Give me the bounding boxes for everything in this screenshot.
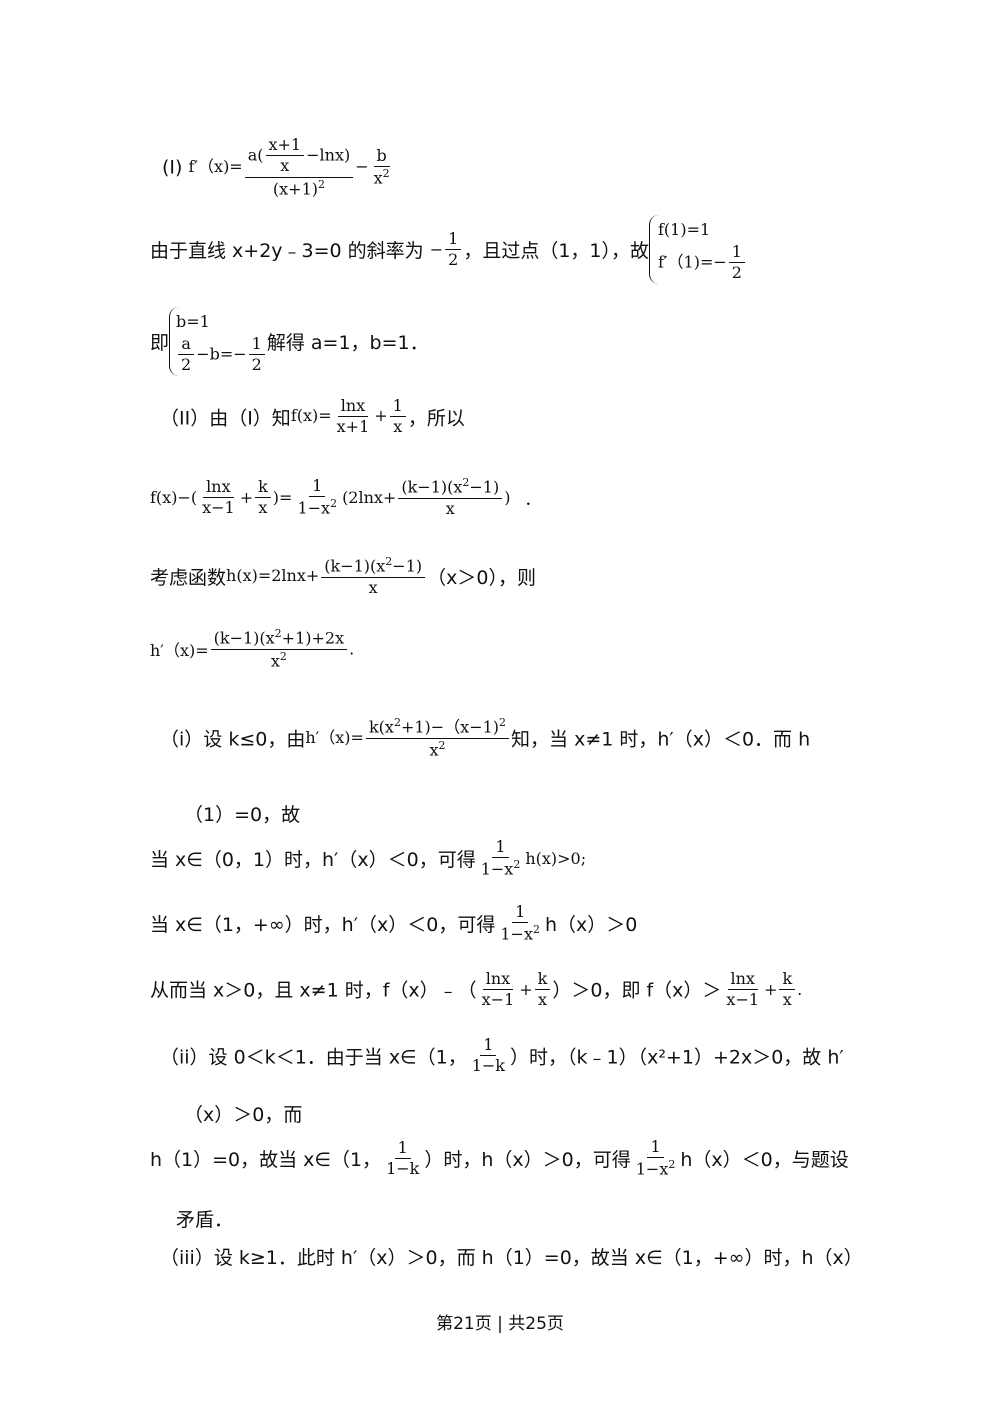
text: （1）=0，故 bbox=[184, 804, 301, 826]
text: h（1）=0，故当 x∈（1， bbox=[150, 1149, 382, 1172]
text: 从而当 x＞0，且 x≠1 时，f（x）﹣（ bbox=[150, 979, 477, 1002]
text: （II）由（I）知 bbox=[160, 407, 291, 430]
text: 知，当 x≠1 时，h′（x）＜0．而 h bbox=[511, 728, 811, 751]
text: 解得 a=1，b=1． bbox=[266, 332, 429, 355]
text: ，且过点（1，1），故 bbox=[463, 240, 649, 263]
text: （x）＞0，而 bbox=[184, 1104, 303, 1126]
line-16: 矛盾． bbox=[176, 1205, 233, 1232]
text: ）时，（k﹣1）（x²+1）+2x＞0，故 h′ bbox=[509, 1046, 844, 1069]
text: 由于直线 x+2y﹣3=0 的斜率为 bbox=[150, 240, 430, 263]
text: h（x）＞0 bbox=[544, 914, 638, 937]
text: ，所以 bbox=[407, 407, 465, 430]
text: 当 x∈（1，+∞）时，h′（x）＜0，可得 bbox=[150, 914, 496, 937]
line-17: （iii）设 k≥1．此时 h′（x）＞0，而 h（1）=0，故当 x∈（1，+… bbox=[160, 1243, 863, 1270]
text: （ii）设 0＜k＜1．由于当 x∈（1， bbox=[160, 1046, 467, 1069]
line-6: 考虑函数h(x)=2lnx+(k−1)(x2−1)x（x＞0），则 bbox=[150, 555, 536, 597]
page-footer: 第21页 | 共25页 bbox=[0, 1309, 1000, 1334]
text: （i）设 k≤0，由 bbox=[160, 728, 306, 751]
formula: h(x)>0; bbox=[525, 849, 587, 869]
text: 即 bbox=[150, 332, 170, 355]
formula: h(x)=2lnx+(k−1)(x2−1)x bbox=[226, 555, 427, 597]
line-9: （1）=0，故 bbox=[184, 800, 300, 827]
line-14: （x）＞0，而 bbox=[184, 1100, 302, 1127]
text: 考虑函数 bbox=[150, 567, 227, 590]
text: 当 x∈（0，1）时，h′（x）＜0，可得 bbox=[150, 849, 476, 872]
text: 矛盾． bbox=[176, 1209, 234, 1231]
text: （iii）设 k≥1．此时 h′（x）＞0，而 h（1）=0，故当 x∈（1，+… bbox=[160, 1247, 863, 1269]
text: （x＞0），则 bbox=[427, 567, 536, 590]
text: ）时，h（x）＞0，可得 bbox=[424, 1149, 631, 1172]
part-label: (I) bbox=[162, 156, 183, 179]
f-prime: f′（x)= bbox=[188, 156, 243, 176]
minus: − bbox=[429, 240, 444, 260]
page-number: 第21页 | 共25页 bbox=[436, 1314, 564, 1334]
text: ）＞0，即 f（x）＞ bbox=[552, 979, 722, 1002]
text: h（x）＜0，与题设 bbox=[680, 1149, 849, 1172]
